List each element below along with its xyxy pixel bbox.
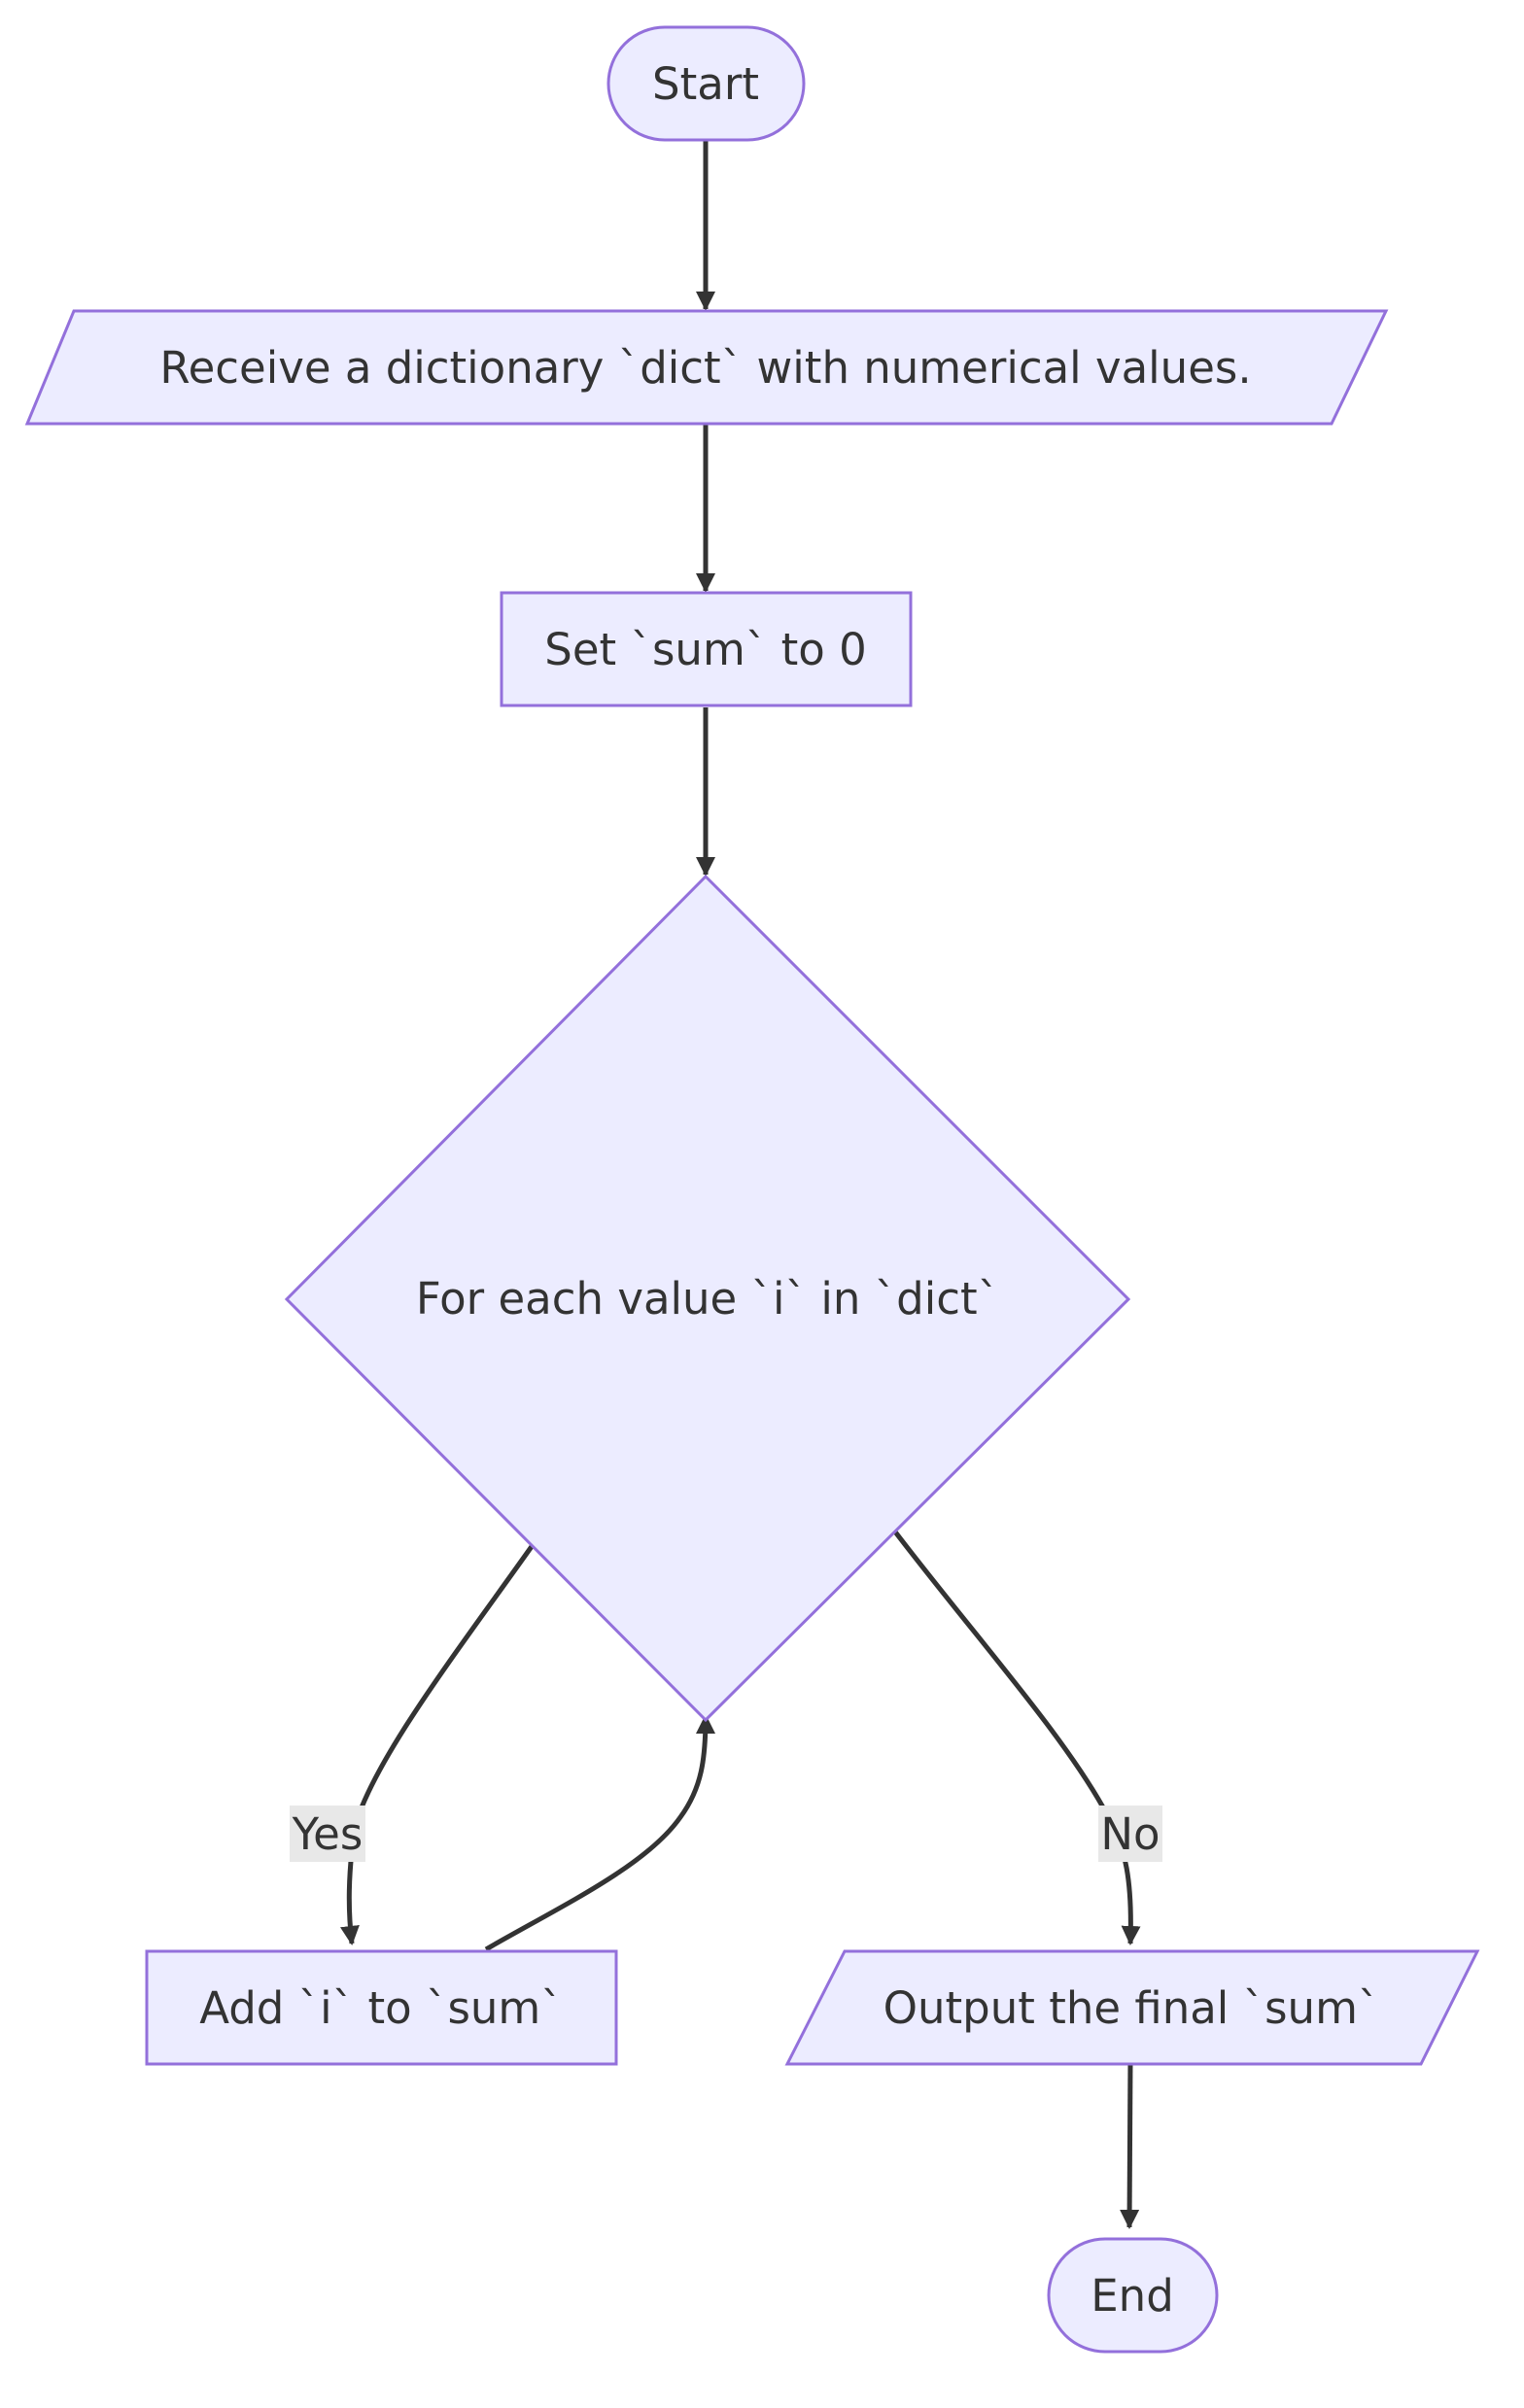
node-end: End — [1047, 2237, 1219, 2354]
edge-loop-to-add-yes — [340, 1543, 536, 1945]
node-end-label: End — [1091, 2270, 1174, 2322]
edge-loop-to-output-no — [892, 1529, 1141, 1945]
edge-label-no: No — [1098, 1806, 1162, 1862]
edge-add-to-loop — [484, 1714, 715, 1952]
node-output-label: Output the final `sum` — [883, 1982, 1380, 2034]
edge-output-to-end — [1120, 2059, 1140, 2229]
node-loop-label: For each value `i` in `dict` — [416, 1273, 999, 1324]
node-loop: For each value `i` in `dict` — [284, 874, 1131, 1723]
edge-label-yes-text: Yes — [292, 1808, 364, 1860]
node-start: Start — [606, 25, 806, 142]
node-init-label: Set `sum` to 0 — [544, 624, 866, 675]
node-init: Set `sum` to 0 — [500, 591, 913, 707]
node-receive-label: Receive a dictionary `dict` with numeric… — [159, 342, 1251, 394]
edges — [340, 141, 1141, 2229]
node-output: Output the final `sum` — [784, 1949, 1480, 2066]
node-receive: Receive a dictionary `dict` with numeric… — [24, 309, 1389, 426]
node-add-label: Add `i` to `sum` — [199, 1982, 563, 2034]
edge-label-no-text: No — [1100, 1808, 1160, 1860]
edge-label-yes: Yes — [290, 1806, 365, 1862]
node-add: Add `i` to `sum` — [145, 1949, 618, 2066]
node-start-label: Start — [652, 58, 759, 110]
